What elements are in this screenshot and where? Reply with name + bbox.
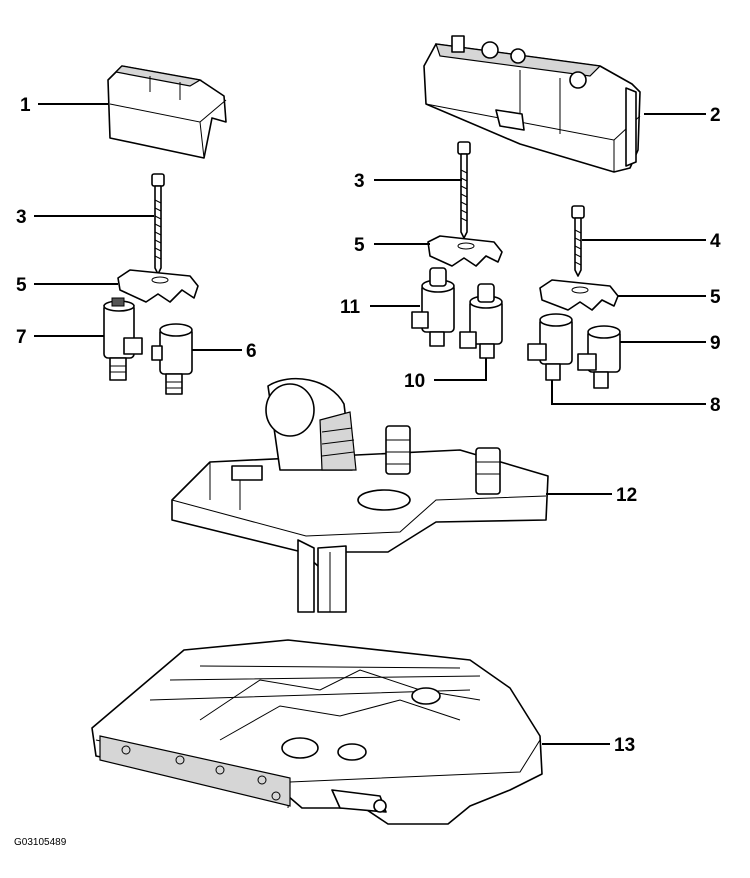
- part-3-bolt-right: [457, 141, 471, 239]
- callout-7: 7: [16, 327, 27, 348]
- part-5-clamp-left: [117, 269, 199, 303]
- leader-lines: [34, 103, 706, 745]
- callout-3-left: 3: [16, 207, 27, 228]
- figure-code: G03105489: [14, 837, 67, 848]
- part-5-clamp-right: [539, 279, 619, 311]
- callout-5-left: 5: [16, 275, 27, 296]
- callout-8: 8: [710, 395, 721, 416]
- part-1-cover: [107, 65, 227, 159]
- callout-11: 11: [340, 297, 361, 318]
- part-12-conductor-plate: [171, 377, 549, 613]
- callout-1: 1: [20, 95, 31, 116]
- part-3-bolt-left: [151, 173, 165, 275]
- callout-13: 13: [614, 735, 635, 756]
- part-8-solenoid: [527, 313, 573, 381]
- part-2-cover: [423, 35, 641, 173]
- callout-10: 10: [404, 371, 425, 392]
- part-9-solenoid: [577, 325, 621, 389]
- callout-2: 2: [710, 105, 721, 126]
- part-6-solenoid: [151, 323, 193, 395]
- callout-12: 12: [616, 485, 637, 506]
- part-13-valve-body: [91, 639, 543, 825]
- callout-6: 6: [246, 341, 257, 362]
- part-10-solenoid: [459, 283, 503, 359]
- part-4-bolt: [571, 205, 585, 277]
- callout-5-right: 5: [710, 287, 721, 308]
- callout-3-right: 3: [354, 171, 365, 192]
- part-5-clamp-middle: [427, 235, 503, 267]
- callout-4: 4: [710, 231, 721, 252]
- callout-labels: 1 2 3 3 4 5 5 5 6 7 8 9 10 11 12 13: [16, 95, 721, 756]
- callout-5-middle: 5: [354, 235, 365, 256]
- part-7-solenoid: [103, 297, 143, 381]
- callout-9: 9: [710, 333, 721, 354]
- part-11-solenoid: [411, 267, 455, 347]
